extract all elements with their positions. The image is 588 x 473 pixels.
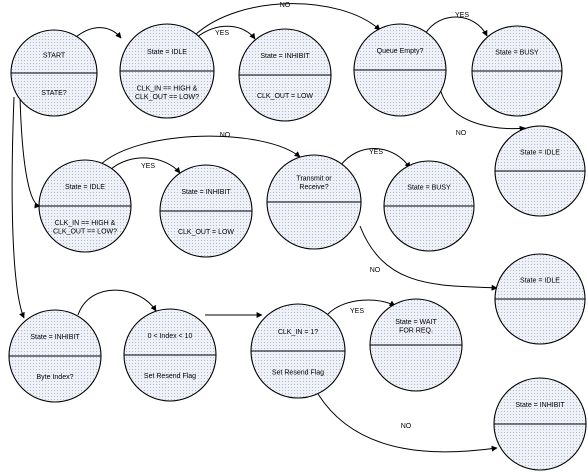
state-node-inhibit4: State = INHIBIT: [493, 377, 587, 471]
state-label: State = INHIBIT: [181, 189, 231, 196]
edge-label: YES: [455, 12, 469, 19]
edge-arrow: [196, 25, 256, 40]
state-node-inhibit3: State = INHIBIT Byte Index?: [8, 309, 102, 403]
state-label: State = BUSY: [407, 185, 451, 192]
edge-arrow: [424, 16, 488, 37]
edge-label: NO: [220, 132, 231, 139]
edge-arrow: [99, 135, 301, 166]
state-label: FOR REQ.: [399, 327, 433, 334]
edge-txrx-busy2: YES: [339, 148, 411, 169]
state-node-inhibit1: State = INHIBIT CLK_OUT = LOW: [238, 28, 332, 122]
edge-idle1-queue: NO: [194, 2, 381, 36]
edge-arrow: [75, 27, 122, 39]
state-node-queue: Queue Empty?: [353, 23, 447, 117]
state-node-inhibit2: State = INHIBIT CLK_OUT = LOW: [159, 164, 253, 258]
edge-arrow: [359, 225, 498, 291]
edge-arrow: [77, 289, 157, 316]
state-action: CLK_IN == HIGH &: [55, 220, 116, 227]
edge-arrow: [19, 95, 41, 209]
state-node-busy1: State = BUSY: [471, 25, 563, 117]
edge-start-idle1: [75, 27, 122, 39]
state-node-idle_r1: State = IDLE: [494, 125, 586, 217]
edge-label: NO: [456, 130, 467, 137]
state-label: State = BUSY: [495, 50, 539, 57]
state-action: Set Resend Flag: [144, 373, 196, 380]
edge-arrow: [11, 96, 25, 319]
edge-queue-idle_r1: NO: [439, 87, 526, 137]
edge-idle2-txrx: NO: [99, 132, 301, 166]
edge-arrow: [317, 393, 498, 453]
edge-label: YES: [369, 149, 383, 156]
state-label: State = INHIBIT: [515, 402, 565, 409]
edges-layer: YES NO YES NO YES NO YES NO YES NO: [11, 2, 526, 453]
state-label: State = INHIBIT: [30, 334, 80, 341]
edge-label: NO: [401, 423, 412, 430]
state-label: Receive?: [299, 184, 328, 191]
state-label: State = IDLE: [520, 150, 560, 157]
edge-label: NO: [280, 2, 291, 9]
edge-clkin-inhibit4: NO: [317, 393, 498, 453]
edge-arrow: [339, 148, 411, 169]
state-label: State = IDLE: [520, 278, 560, 285]
state-action: Set Resend Flag: [272, 370, 324, 377]
edge-arrow: [194, 3, 381, 36]
state-node-idle_r2: State = IDLE: [494, 253, 586, 345]
edge-queue-busy1: YES: [424, 12, 488, 37]
state-node-clkin: CLK_IN = 1? Set Resend Flag: [250, 303, 346, 399]
edge-idle2-inhibit2: YES: [109, 157, 181, 174]
state-action: CLK_OUT = LOW: [178, 229, 234, 236]
edge-start-inhibit3: [11, 96, 25, 319]
edge-inhibit3-index: [77, 289, 157, 316]
edge-label: YES: [215, 30, 229, 37]
edge-arrow: [439, 87, 526, 132]
state-label: State = IDLE: [147, 49, 187, 56]
state-action: CLK_IN == HIGH &: [137, 86, 198, 93]
state-label: 0 < Index < 10: [148, 333, 193, 340]
state-label: State = IDLE: [65, 184, 105, 191]
state-action: CLK_OUT == LOW?: [135, 94, 199, 101]
state-label: Queue Empty?: [377, 48, 424, 55]
state-action: Byte Index?: [37, 374, 74, 381]
state-node-idle1: State = IDLE CLK_IN == HIGH &CLK_OUT == L…: [119, 23, 215, 119]
state-label: START: [43, 52, 66, 59]
state-label: State = WAIT: [395, 319, 437, 326]
state-node-start: START STATE?: [10, 29, 98, 117]
state-action: CLK_OUT == LOW?: [53, 228, 117, 235]
edge-start-idle2: [19, 95, 41, 209]
state-action: STATE?: [41, 90, 67, 97]
state-label: Transmit or: [296, 176, 332, 183]
state-node-busy2: State = BUSY: [383, 160, 475, 252]
state-label: CLK_IN = 1?: [278, 329, 318, 336]
state-label: State = INHIBIT: [260, 53, 310, 60]
edge-label: YES: [350, 308, 364, 315]
state-node-idle2: State = IDLE CLK_IN == HIGH &CLK_OUT == L…: [38, 159, 132, 253]
edge-arrow: [109, 157, 181, 174]
edge-idle1-inhibit1: YES: [196, 25, 256, 40]
state-action: CLK_OUT = LOW: [257, 93, 313, 100]
edge-label: NO: [370, 267, 381, 274]
edge-clkin-waitreq: YES: [327, 299, 396, 315]
edge-txrx-idle_r2: NO: [359, 225, 498, 291]
edge-label: YES: [141, 163, 155, 170]
edge-arrow: [327, 299, 396, 315]
state-node-index: 0 < Index < 10 Set Resend Flag: [123, 308, 217, 402]
